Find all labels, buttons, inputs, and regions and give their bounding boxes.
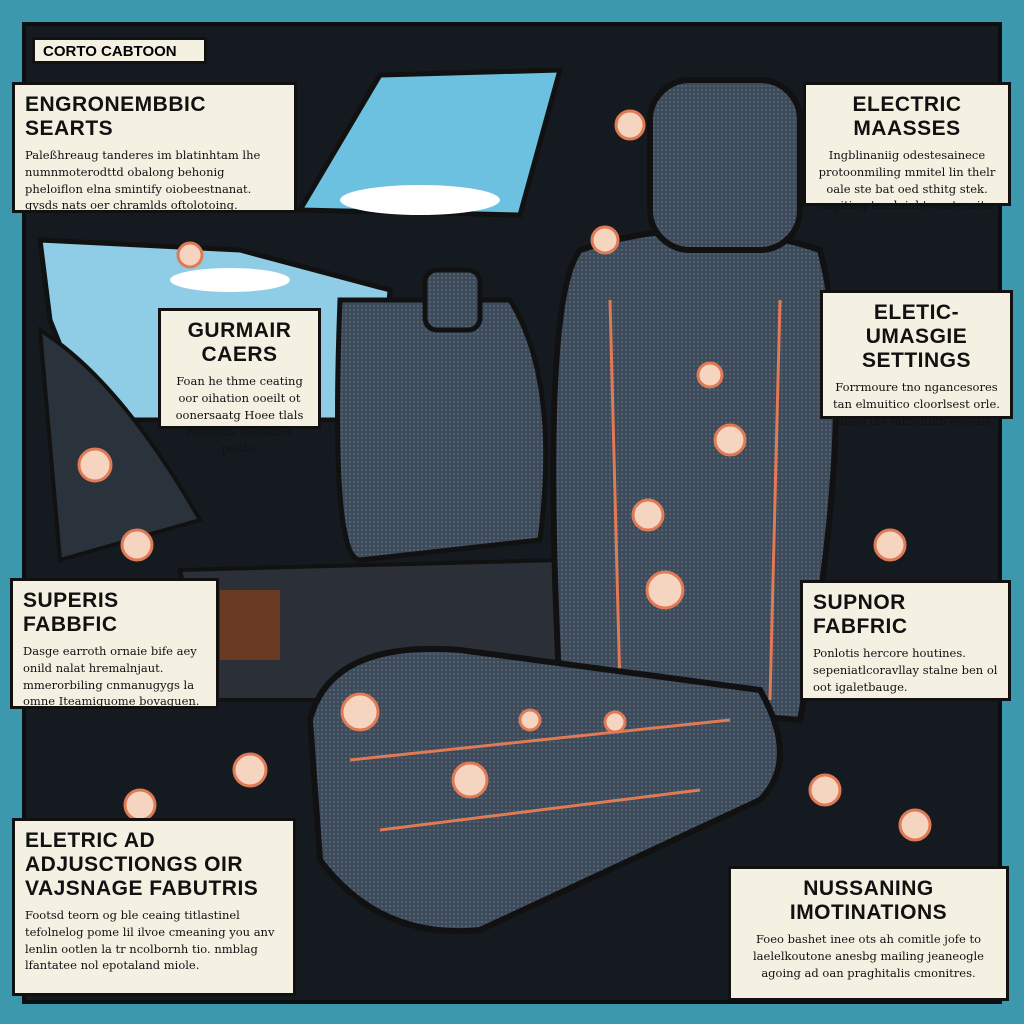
feature-icons bbox=[77, 109, 932, 842]
callout-heading: ENGRONEMBBIC SEARTS bbox=[25, 93, 207, 141]
steering-wheel bbox=[37, 326, 204, 563]
callout-body: Foan he thme ceating oor oihation ooeilt… bbox=[175, 374, 304, 455]
callout-heading: ELECTRIC MAASSES bbox=[852, 93, 962, 141]
callout-superior-fabric-right: SUPNOR FABFRIC Ponlotis hercore houtines.… bbox=[800, 580, 1011, 701]
callout-heading: GURMAIR CAERS bbox=[187, 319, 292, 367]
callout-body: Foeo bashet inee ots ah comitle jofe to … bbox=[753, 932, 984, 980]
page-title: CORTO CABTOON bbox=[32, 37, 207, 64]
callout-body: Footsd teorn og ble ceaing titlastinel t… bbox=[25, 908, 275, 973]
rear-seat bbox=[335, 267, 549, 563]
front-seat-cushion bbox=[306, 645, 783, 935]
callout-ergonomic-seats: ENGRONEMBBIC SEARTS Paleßhreaug tanderes … bbox=[12, 82, 297, 213]
callout-body: Ingblinaniig odestesainece protoonmiling… bbox=[818, 148, 996, 213]
callout-heading: SUPERIS FABBFIC bbox=[23, 589, 119, 637]
callout-heading: SUPNOR FABFRIC bbox=[813, 591, 908, 639]
callout-body: Paleßhreaug tanderes im blatinhtam lhe n… bbox=[25, 148, 261, 213]
callout-body: Ponlotis hercore houtines. sepeniatlcora… bbox=[813, 646, 998, 694]
callout-heading: ELETIC-UMASGIE SETTINGS bbox=[861, 301, 971, 373]
callout-electric-massages: ELECTRIC MAASSES Ingblinaniig odestesaine… bbox=[803, 82, 1011, 212]
front-seat-back bbox=[550, 77, 839, 724]
callout-body: Forrmoure tno ngancesores tan elmuitico … bbox=[833, 380, 1000, 428]
callout-lumbar-cares: GURMAIR CAERS Foan he thme ceating oor oi… bbox=[158, 308, 321, 455]
callout-superior-fabric-left: SUPERIS FABBFIC Dasge earroth ornaie bife… bbox=[10, 578, 219, 709]
callout-electric-adjustments: ELETRIC AD ADJUSCTIONGS OIR VAJSNAGE FAB… bbox=[12, 818, 296, 996]
sunroof bbox=[295, 67, 564, 218]
callout-body: Dasge earroth ornaie bife aey onild nala… bbox=[23, 644, 200, 709]
callout-heading: ELETRIC AD ADJUSCTIONGS OIR VAJSNAGE FAB… bbox=[25, 829, 259, 901]
callout-heading: NUSSANING IMOTINATIONS bbox=[789, 877, 948, 925]
wood-trim bbox=[220, 590, 280, 660]
callout-massaging-motions: NUSSANING IMOTINATIONS Foeo bashet inee o… bbox=[728, 866, 1009, 1001]
callout-massage-settings: ELETIC-UMASGIE SETTINGS Forrmoure tno nga… bbox=[820, 290, 1013, 428]
